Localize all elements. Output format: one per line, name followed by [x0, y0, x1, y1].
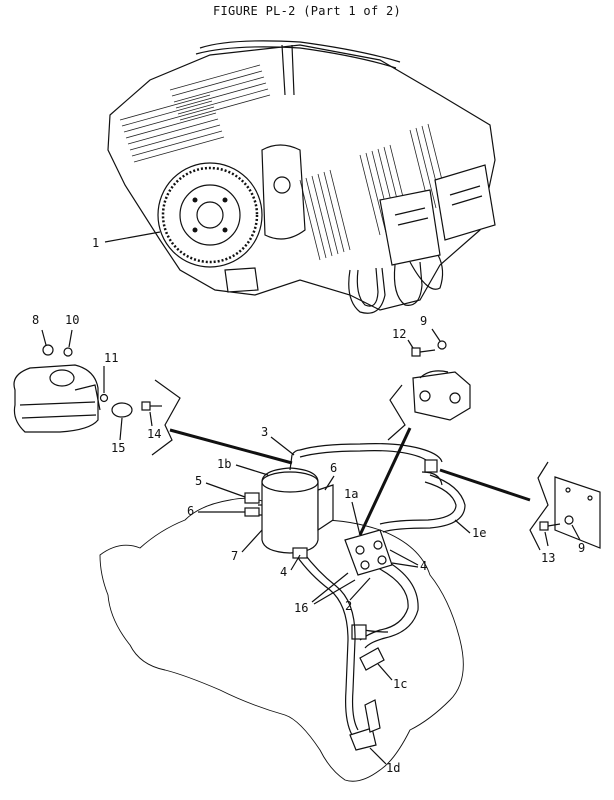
- washer-10: [63, 329, 73, 357]
- callout-6-right: 6: [330, 461, 337, 475]
- left-cylinder-fins: [119, 64, 271, 163]
- fitting-1d: [349, 699, 381, 751]
- callout-9-right: 9: [578, 541, 585, 555]
- right-bracket-outline: [529, 461, 549, 551]
- callout-16: 16: [294, 601, 308, 615]
- callout-5: 5: [195, 474, 202, 488]
- mount-bracket-right: [554, 476, 601, 549]
- washer-11: [99, 393, 109, 403]
- figure-title: FIGURE PL-2 (Part 1 of 2): [212, 4, 402, 18]
- callout-13: 13: [541, 551, 555, 565]
- hose-1d: [292, 547, 359, 736]
- engine-illustration: [107, 40, 496, 314]
- callout-6-left: 6: [187, 504, 194, 518]
- oil-tank-assembly: [13, 364, 101, 433]
- callout-3: 3: [261, 425, 268, 439]
- oil-filter-1b: [244, 449, 334, 554]
- nut-8: [41, 329, 54, 356]
- bolt-13: [539, 521, 561, 547]
- reference-line-left: [169, 428, 293, 465]
- callout-2: 2: [345, 599, 352, 613]
- fitting-block-assembly: [412, 370, 471, 421]
- washer-9-right: [564, 515, 581, 541]
- callout-8: 8: [32, 313, 39, 327]
- callout-1e: 1e: [472, 526, 486, 540]
- callout-11: 11: [104, 351, 118, 365]
- fitting-1c: [359, 647, 385, 671]
- hose-3: [299, 443, 443, 469]
- washer-9-top: [431, 328, 447, 350]
- callout-1c: 1c: [393, 677, 407, 691]
- callout-1b: 1b: [217, 457, 231, 471]
- hose-1c: [351, 559, 419, 649]
- bolt-12: [407, 339, 436, 357]
- callout-12: 12: [392, 327, 406, 341]
- callout-4-left: 4: [280, 565, 287, 579]
- fitting-block-2: [344, 529, 393, 576]
- callout-10: 10: [65, 313, 79, 327]
- callout-1a: 1a: [344, 487, 358, 501]
- callout-15: 15: [111, 441, 125, 455]
- callout-1: 1: [92, 236, 99, 250]
- callout-14: 14: [147, 427, 161, 441]
- callout-1d: 1d: [386, 761, 400, 775]
- bolt-14: [141, 401, 162, 427]
- left-bracket-outline: [151, 379, 181, 456]
- callout-9-top: 9: [420, 314, 427, 328]
- top-right-bracket-outline: [387, 384, 406, 441]
- clamp-15: [111, 402, 133, 441]
- callout-4-right: 4: [420, 559, 427, 573]
- hose-1e: [379, 459, 466, 533]
- engine-outline: [99, 497, 464, 782]
- reference-line-top: [358, 427, 412, 536]
- reference-line-right: [439, 468, 531, 502]
- callout-7: 7: [231, 549, 238, 563]
